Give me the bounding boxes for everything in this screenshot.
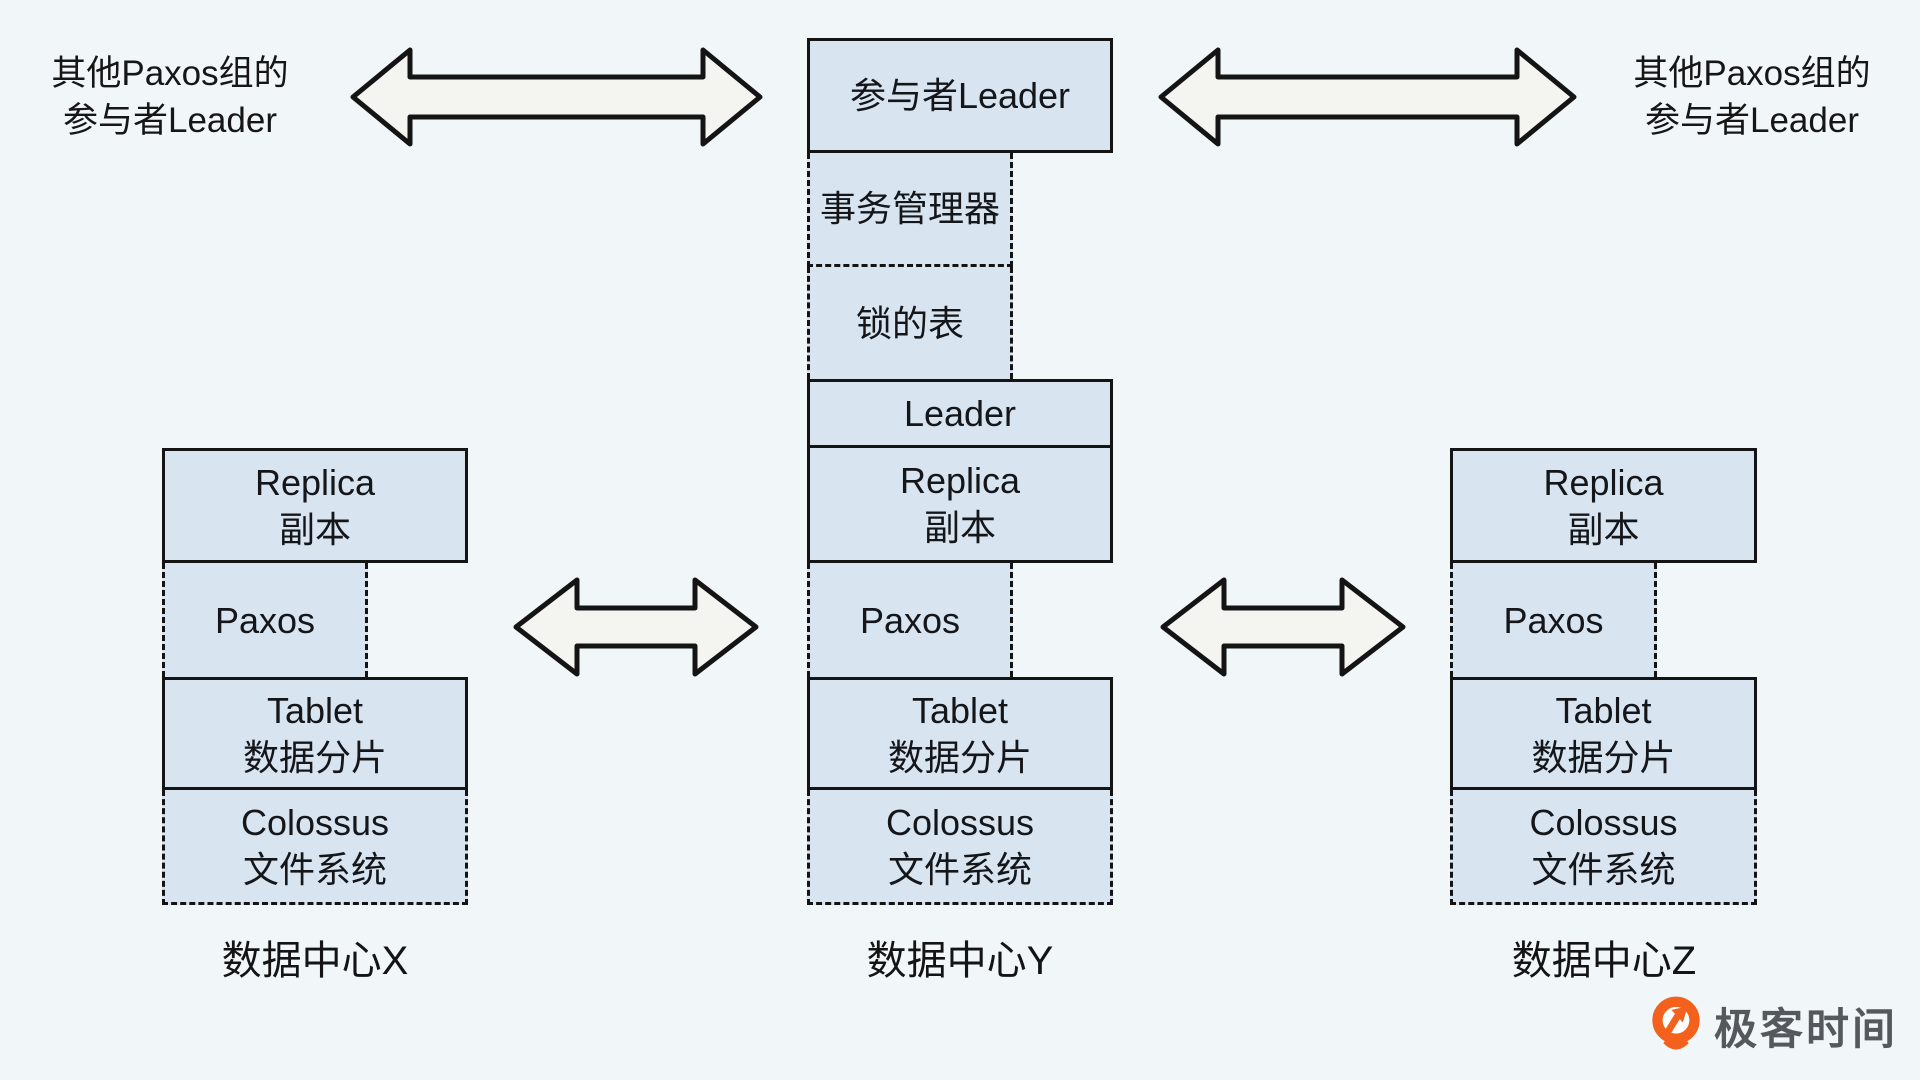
- transaction-manager-box: 事务管理器: [807, 153, 1013, 267]
- tablet-label-en-x: Tablet: [266, 689, 364, 731]
- lock-table-box: 锁的表: [807, 267, 1013, 379]
- replica-box-z: Replica 副本: [1450, 448, 1757, 563]
- participant-leader-box: 参与者Leader: [807, 38, 1113, 153]
- transaction-manager-label: 事务管理器: [819, 188, 1000, 229]
- paxos-box-x: Paxos: [162, 563, 368, 677]
- geektime-logo-icon: [1652, 996, 1700, 1050]
- replica-label-zh-x: 副本: [278, 508, 351, 550]
- replica-label-zh-z: 副本: [1567, 508, 1640, 550]
- paxos-label-x: Paxos: [214, 599, 316, 641]
- replica-label-en-x: Replica: [254, 461, 376, 503]
- replica-label-en-z: Replica: [1543, 461, 1664, 503]
- double-arrow-top-left: [350, 47, 763, 147]
- other-paxos-group-label-left-line2: 参与者Leader: [63, 101, 277, 140]
- other-paxos-group-label-right: 其他Paxos组的 参与者Leader: [1602, 50, 1902, 144]
- colossus-label-en-z: Colossus: [1529, 802, 1678, 843]
- participant-leader-label: 参与者Leader: [849, 75, 1071, 116]
- tablet-label-en-y: Tablet: [911, 689, 1009, 731]
- colossus-label-en-x: Colossus: [240, 802, 390, 843]
- paxos-label-z: Paxos: [1503, 599, 1604, 641]
- tablet-label-zh-x: 数据分片: [242, 736, 387, 778]
- other-paxos-group-label-right-line1: 其他Paxos组的: [1633, 54, 1871, 93]
- geektime-logo-text: 极客时间: [1714, 1006, 1898, 1054]
- tablet-box-x: Tablet 数据分片: [162, 677, 468, 790]
- double-arrow-mid-right: [1160, 577, 1406, 677]
- colossus-box-y: Colossus 文件系统: [807, 790, 1113, 905]
- tablet-label-zh-y: 数据分片: [887, 736, 1032, 778]
- other-paxos-group-label-left-line1: 其他Paxos组的: [51, 54, 289, 93]
- datacenter-z-caption: 数据中心Z: [1511, 939, 1697, 983]
- colossus-label-zh-y: 文件系统: [887, 849, 1032, 890]
- colossus-box-x: Colossus 文件系统: [162, 790, 468, 905]
- datacenter-y-caption: 数据中心Y: [866, 939, 1054, 983]
- paxos-box-z: Paxos: [1450, 563, 1657, 677]
- colossus-label-zh-z: 文件系统: [1531, 849, 1676, 890]
- lock-table-label: 锁的表: [855, 302, 964, 344]
- double-arrow-mid-left: [513, 577, 759, 677]
- replica-label-en-y: Replica: [899, 460, 1021, 501]
- tablet-label-zh-z: 数据分片: [1531, 736, 1676, 778]
- geektime-logo: 极客时间: [1648, 995, 1898, 1057]
- other-paxos-group-label-right-line2: 参与者Leader: [1645, 101, 1859, 140]
- tablet-label-en-z: Tablet: [1555, 689, 1652, 731]
- paxos-box-y: Paxos: [807, 563, 1013, 677]
- replica-box-x: Replica 副本: [162, 448, 468, 563]
- other-paxos-group-label-left: 其他Paxos组的 参与者Leader: [20, 50, 320, 144]
- double-arrow-top-right: [1158, 47, 1577, 147]
- replica-label-zh-y: 副本: [923, 507, 996, 548]
- paxos-label-y: Paxos: [859, 599, 961, 641]
- datacenter-x-caption: 数据中心X: [221, 939, 409, 983]
- tablet-box-z: Tablet 数据分片: [1450, 677, 1757, 790]
- replica-box-y: Replica 副本: [807, 445, 1113, 563]
- leader-box: Leader: [807, 379, 1113, 448]
- colossus-box-z: Colossus 文件系统: [1450, 790, 1757, 905]
- tablet-box-y: Tablet 数据分片: [807, 677, 1113, 790]
- leader-label: Leader: [903, 393, 1017, 434]
- colossus-label-zh-x: 文件系统: [242, 849, 387, 890]
- colossus-label-en-y: Colossus: [885, 802, 1035, 843]
